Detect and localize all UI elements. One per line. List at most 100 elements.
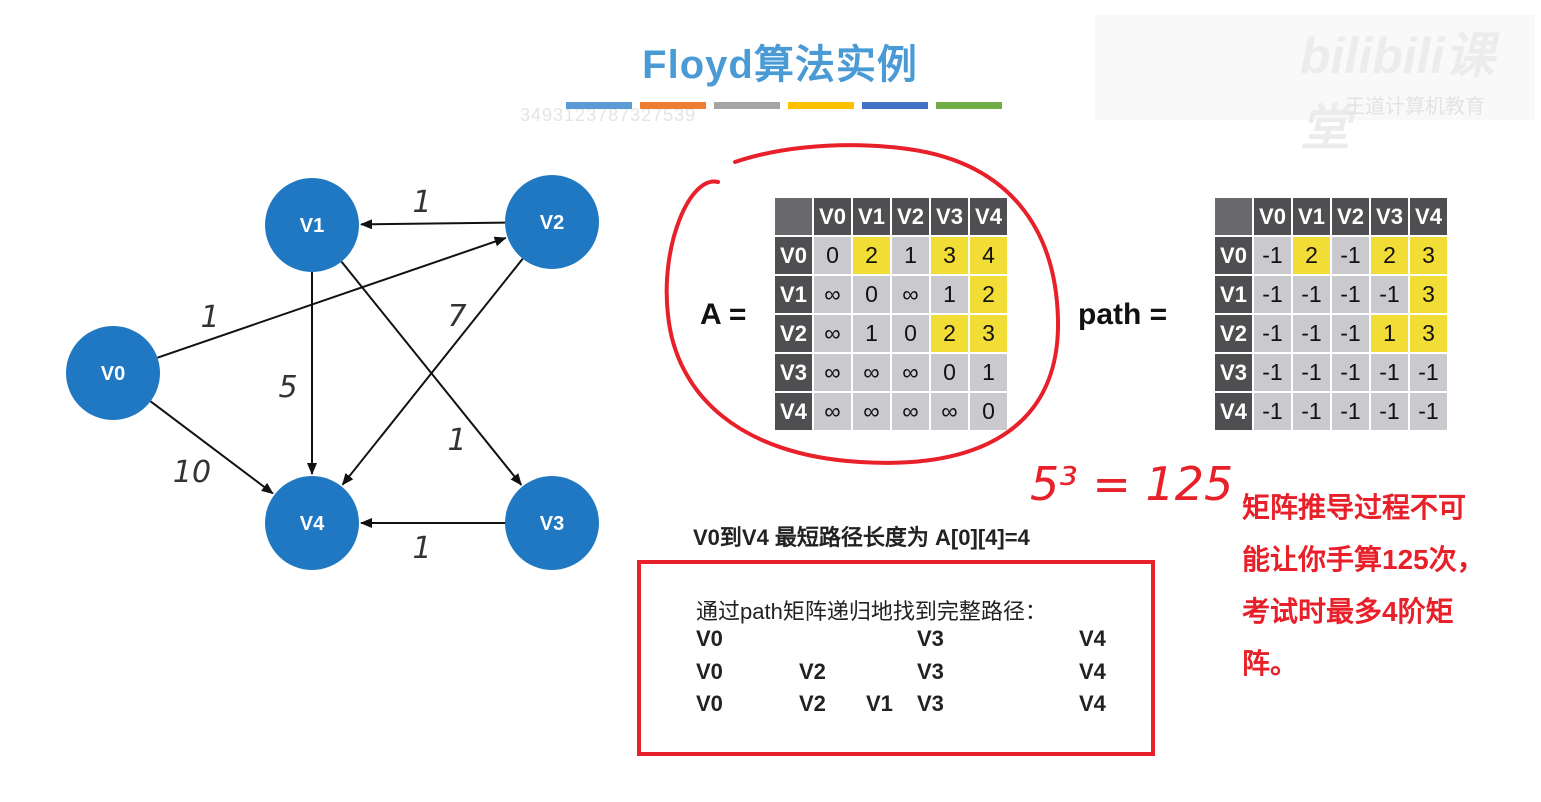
path-vertex: V1 [866,691,893,716]
node-circle [505,476,599,570]
path-vertex: V0 [696,626,723,651]
matrix-path-cell: 1 [1371,315,1408,352]
path-vertex: V2 [799,659,826,684]
matrix-path-row-header: V1 [1215,276,1252,313]
matrix-path-cell: -1 [1332,393,1369,430]
matrix-path-cell: -1 [1254,237,1291,274]
matrix-a-cell: ∞ [814,393,851,430]
matrix-a-cell: ∞ [853,354,890,391]
exam-note: 矩阵推导过程不可能让你手算125次，考试时最多4阶矩阵。 [1242,492,1485,679]
matrix-a-row-header: V3 [775,354,812,391]
matrix-a-row-header: V0 [775,237,812,274]
matrix-path-row-header: V2 [1215,315,1252,352]
path-vertex: V3 [917,626,944,651]
watermark-logo: bilibili课堂 [1300,28,1495,156]
edge-v0-v4 [149,400,274,495]
edge-v1-v3 [340,260,523,486]
matrix-a-cell: 2 [931,315,968,352]
matrix-a-cell: 3 [970,315,1007,352]
edge-weight-v1-v3: 1 [447,423,466,458]
matrix-a-cell: 0 [970,393,1007,430]
path-vertex: V4 [1079,659,1106,684]
path-vertex: V0 [696,659,723,684]
matrix-a-cell: 0 [892,315,929,352]
node-circle [265,178,359,272]
node-v2: V2 [505,175,599,269]
path-vertex: V3 [917,659,944,684]
color-bar-segment [788,102,854,109]
node-circle [505,175,599,269]
matrix-path-cell: 3 [1410,276,1447,313]
matrix-a-cell: ∞ [892,354,929,391]
matrix-path-label: path = [1078,298,1168,331]
matrix-path-cell: 3 [1410,237,1447,274]
matrix-a-row-header: V4 [775,393,812,430]
edge-weight-v2-v1: 1 [412,185,431,220]
matrix-path-col-header: V3 [1371,198,1408,235]
matrix-path-row: V4-1-1-1-1-1 [1215,393,1447,430]
matrix-path-col-header: V0 [1254,198,1291,235]
watermark-subtitle: 王道计算机教育 [1345,96,1485,118]
matrix-a-label: A = [700,298,747,331]
matrix-a-cell: 1 [853,315,890,352]
path-vertex: V3 [917,691,944,716]
matrix-path-cell: -1 [1293,315,1330,352]
edge-weight-v1-v4: 5 [278,370,297,405]
color-bar-segment [640,102,706,109]
matrix-a-row-header: V1 [775,276,812,313]
matrix-a-cell: 0 [853,276,890,313]
matrix-path-cell: -1 [1410,354,1447,391]
matrix-a-cell: 1 [970,354,1007,391]
matrix-a-row-header: V2 [775,315,812,352]
matrix-path-cell: -1 [1332,237,1369,274]
matrix-path-row-header: V0 [1215,237,1252,274]
node-label: V1 [300,215,324,237]
path-vertex: V4 [1079,626,1106,651]
matrix-path-cell: 2 [1293,237,1330,274]
matrix-path-cell: -1 [1371,276,1408,313]
edge-v0-v2 [157,236,507,359]
node-v1: V1 [265,178,359,272]
matrix-a-cell: ∞ [853,393,890,430]
matrix-a-cell: 0 [931,354,968,391]
matrix-a-cell: 1 [931,276,968,313]
matrix-a-corner [775,198,812,235]
matrix-path-cell: -1 [1293,276,1330,313]
matrix-a-cell: 2 [970,276,1007,313]
node-label: V0 [101,363,125,385]
slide-title: Floyd算法实例 [642,43,918,87]
edge-weight-v0-v2: 1 [200,300,219,335]
matrix-path-row: V3-1-1-1-1-1 [1215,354,1447,391]
matrix-a-cell: 4 [970,237,1007,274]
matrix-path-cell: -1 [1410,393,1447,430]
path-box-title: 通过path矩阵递归地找到完整路径： [696,599,1047,624]
matrix-a-row: V4∞∞∞∞0 [775,393,1007,430]
matrix-a-col-header: V0 [814,198,851,235]
node-circle [265,476,359,570]
edge-v2-v4 [341,258,524,486]
matrix-path-cell: -1 [1254,276,1291,313]
matrix-path-cell: -1 [1332,276,1369,313]
matrix-a-col-header: V1 [853,198,890,235]
matrix-path-cell: -1 [1332,354,1369,391]
color-bar-segment [862,102,928,109]
matrix-path-col-header: V4 [1410,198,1447,235]
matrix-a-cell: ∞ [892,276,929,313]
matrix-path-cell: -1 [1293,393,1330,430]
matrix-a-col-header: V3 [931,198,968,235]
watermark-panel [1095,15,1535,120]
matrix-a-cell: 3 [931,237,968,274]
node-v3: V3 [505,476,599,570]
path-vertex: V0 [696,691,723,716]
matrix-a-cell: ∞ [814,276,851,313]
matrix-path-cell: 2 [1371,237,1408,274]
matrix-a-cell: ∞ [814,315,851,352]
